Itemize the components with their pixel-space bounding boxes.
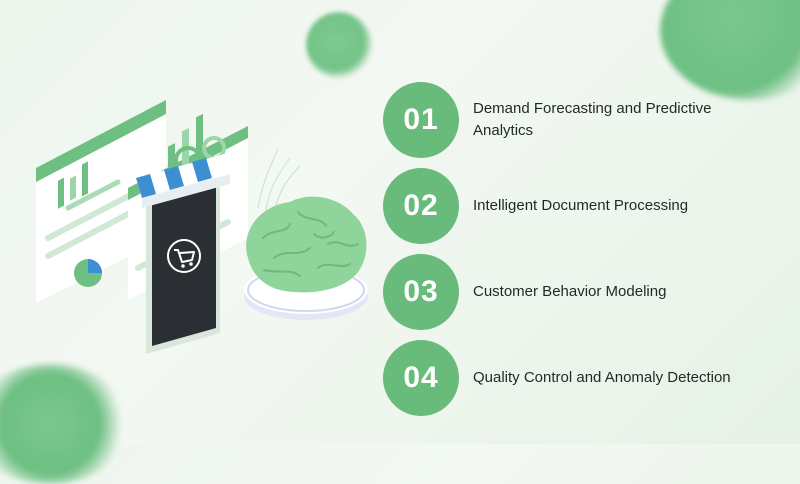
number-badge: 02 [383,168,459,244]
storefront-awning-icon [136,154,230,208]
list-item: 03 Customer Behavior Modeling [383,254,783,330]
list-item: 01 Demand Forecasting and Predictive Ana… [383,82,783,158]
smartphone [136,154,230,354]
decorative-blob-bottom-left [0,364,130,484]
list-item: 04 Quality Control and Anomaly Detection [383,340,783,416]
item-label: Customer Behavior Modeling [473,283,667,300]
number-badge: 03 [383,254,459,330]
number-badge: 04 [383,340,459,416]
item-label: Demand Forecasting and Predictive Analyt… [473,100,712,139]
decorative-blob-top [306,12,372,78]
retail-ai-illustration [36,100,368,354]
list-item: 02 Intelligent Document Processing [383,168,783,244]
item-label: Quality Control and Anomaly Detection [473,369,731,386]
item-label: Intelligent Document Processing [473,197,689,214]
shopping-cart-icon [167,239,201,273]
brain-icon [244,196,368,320]
number-badge: 01 [383,82,459,158]
